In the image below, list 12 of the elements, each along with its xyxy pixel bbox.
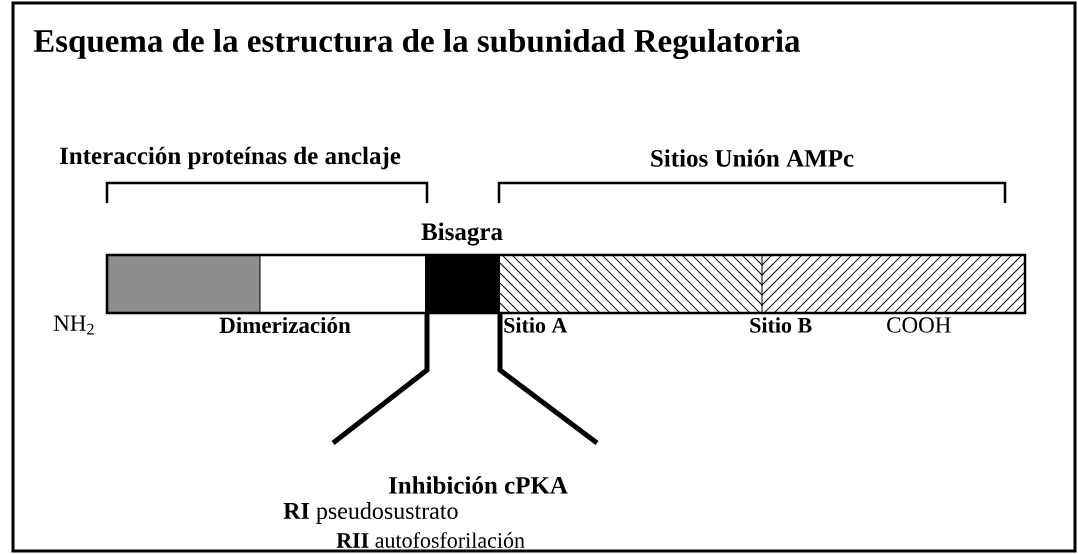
bracket-label: Interacción proteínas de anclaje — [59, 146, 401, 170]
terminus-label: NH$_{2}$ — [53, 315, 94, 335]
function-label: Inhibición cPKA — [388, 476, 568, 494]
title: Esquema de la estructura de la subunidad Regulatoria — [33, 28, 800, 60]
bracket-label: Sitios Unión AMPc — [651, 149, 854, 167]
site-label: Sitio B — [750, 317, 812, 333]
function-label: RII autofosforilación — [336, 532, 525, 548]
region-label: Dimerización — [219, 316, 351, 334]
function-label: RI pseudosustrato — [283, 502, 458, 524]
hinge-label: Bisagra — [421, 222, 503, 246]
terminus-label: COOH — [887, 317, 951, 333]
site-label: Sitio A — [504, 317, 568, 333]
